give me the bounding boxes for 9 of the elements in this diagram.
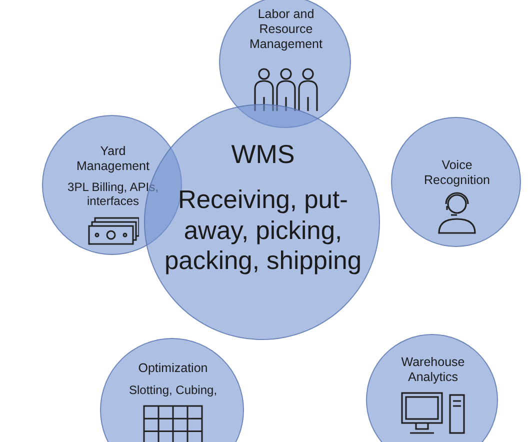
body-text: Slotting, Cubing, [128,383,218,398]
title-text: Warehouse Analytics [400,355,466,385]
title-text: Yard Management [76,144,150,174]
title-text: Optimization [137,361,209,376]
title-text: WMS [230,139,296,170]
body-text: 3PL Billing, APIs, interfaces [66,180,160,209]
title-text: Voice Recognition [422,158,491,188]
body-text: Receiving, put-away, picking, packing, shipping [163,185,363,277]
title-text: Labor and Resource Management [248,7,324,52]
